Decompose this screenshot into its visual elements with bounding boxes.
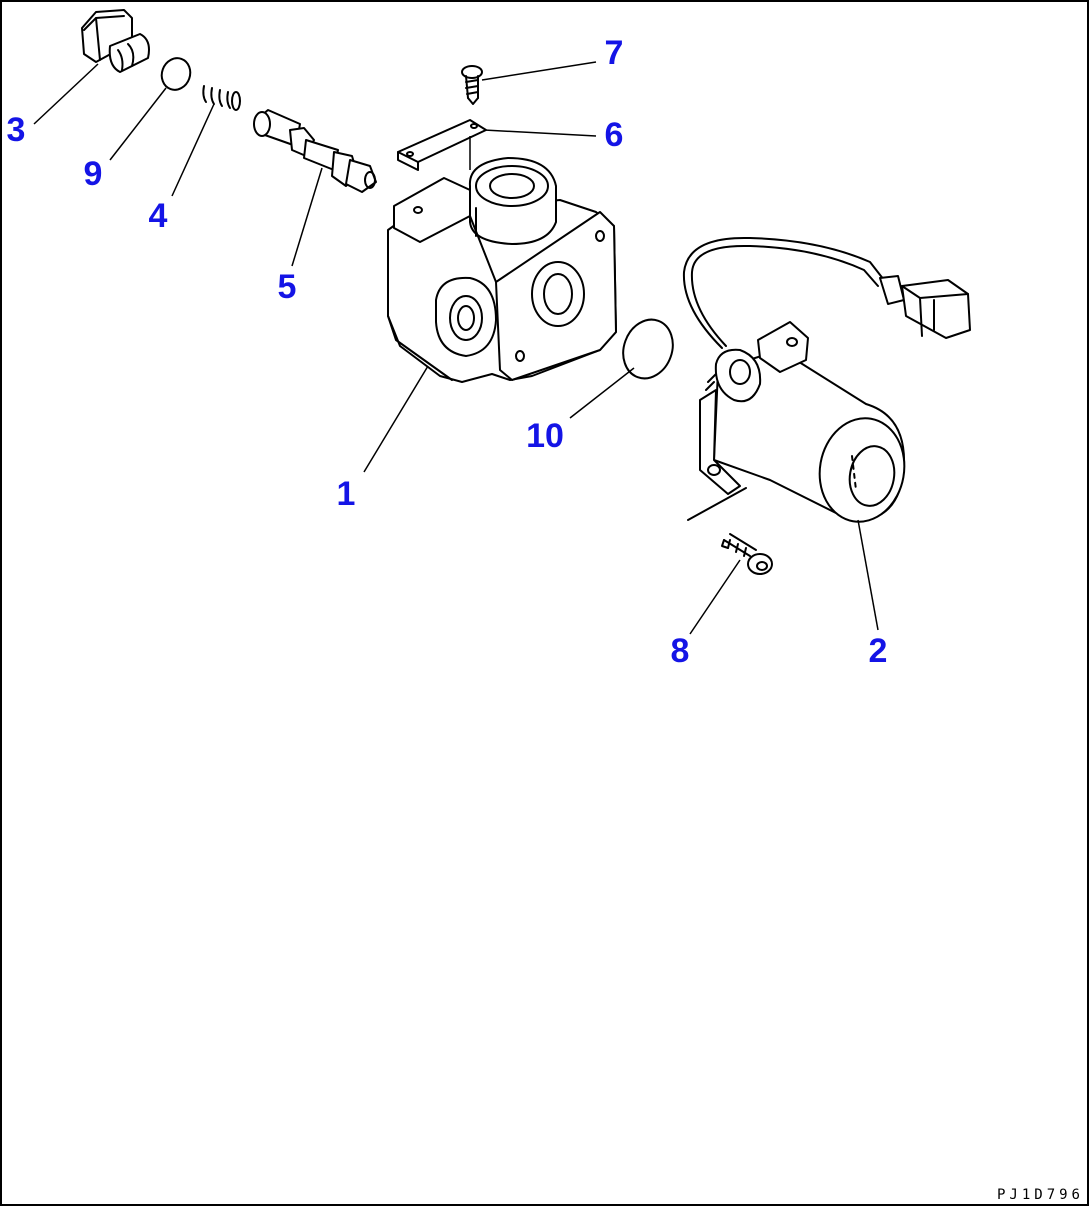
part-8-bolt bbox=[687, 487, 773, 575]
part-2-solenoid bbox=[682, 237, 971, 523]
callout-5: 5 bbox=[278, 268, 297, 306]
leader-9 bbox=[109, 87, 167, 161]
part-10-o-ring bbox=[622, 318, 674, 380]
leader-1 bbox=[363, 365, 429, 473]
part-4-spring bbox=[202, 85, 241, 111]
part-3-plug bbox=[81, 9, 150, 73]
callout-2: 2 bbox=[869, 632, 888, 670]
part-9-o-ring bbox=[160, 57, 192, 91]
callout-10: 10 bbox=[526, 417, 564, 455]
callout-6: 6 bbox=[605, 116, 624, 154]
callout-9: 9 bbox=[84, 155, 103, 193]
part-1-valve-body bbox=[387, 157, 617, 383]
callout-3: 3 bbox=[7, 111, 26, 149]
leader-5 bbox=[291, 167, 323, 267]
callout-4: 4 bbox=[149, 197, 168, 235]
leader-7 bbox=[481, 61, 597, 81]
leader-6 bbox=[483, 129, 597, 137]
leader-8 bbox=[689, 559, 741, 635]
leader-lines bbox=[33, 61, 879, 635]
part-5-spool bbox=[253, 109, 377, 193]
callouts: 1 2 3 4 5 6 7 8 9 10 bbox=[7, 34, 888, 670]
callout-1: 1 bbox=[337, 475, 356, 513]
callout-7: 7 bbox=[605, 34, 624, 72]
leader-3 bbox=[33, 63, 99, 125]
callout-8: 8 bbox=[671, 632, 690, 670]
leader-2 bbox=[857, 519, 879, 631]
leader-10 bbox=[569, 367, 635, 419]
leader-4 bbox=[171, 103, 215, 197]
drawing-code: PJ1D796 bbox=[997, 1187, 1084, 1203]
part-7-screw bbox=[461, 65, 483, 105]
